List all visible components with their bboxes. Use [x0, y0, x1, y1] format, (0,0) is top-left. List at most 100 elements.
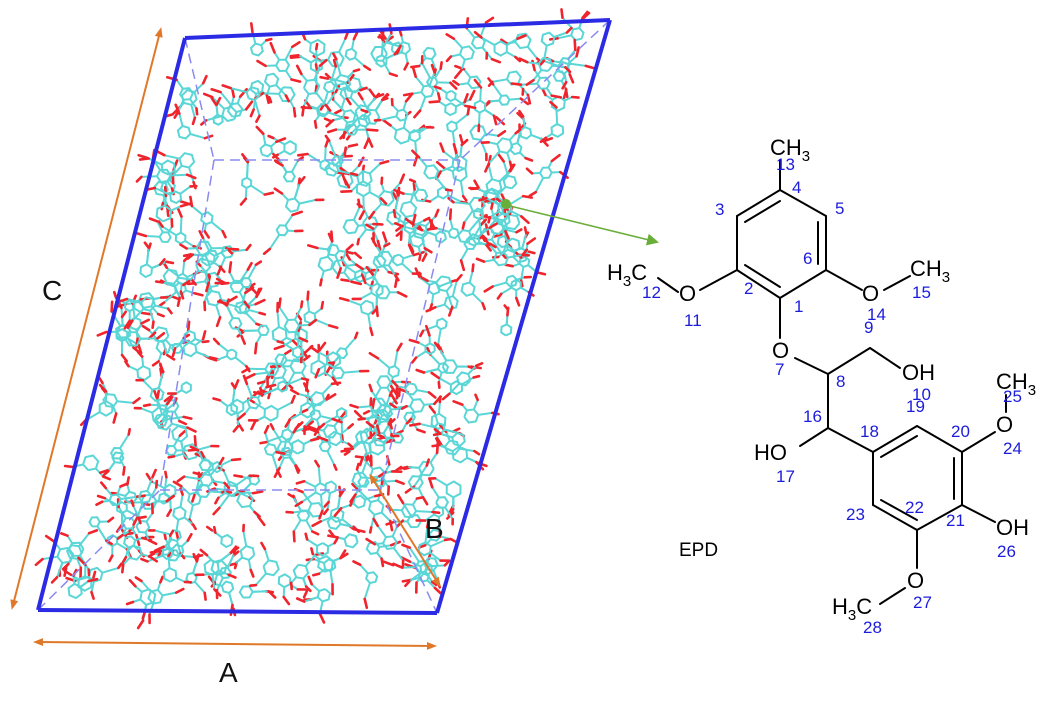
carbon-bond	[338, 38, 347, 53]
lattice-molecule	[541, 88, 580, 112]
carbon-bond	[256, 415, 265, 422]
oxygen-bond	[422, 497, 429, 506]
oxygen-bond	[318, 58, 328, 67]
carbon-bond	[356, 468, 363, 478]
carbon-ring	[171, 424, 189, 443]
oxygen-bond	[355, 462, 360, 471]
lattice-molecule	[295, 575, 332, 624]
lattice-molecule	[355, 164, 388, 221]
lattice-molecule	[420, 275, 454, 317]
lattice-molecule	[171, 329, 210, 358]
carbon-bond	[449, 218, 454, 229]
oxygen-bond	[395, 230, 403, 237]
carbon-bond	[105, 487, 113, 497]
carbon-bond	[428, 72, 436, 86]
carbon-bond	[437, 329, 442, 345]
carbon-bond	[352, 440, 363, 450]
carbon-ring	[220, 533, 234, 549]
carbon-bond	[415, 350, 427, 359]
carbon-bond	[154, 304, 169, 310]
oxygen-bond	[310, 547, 315, 556]
oxygen-bond	[408, 338, 420, 344]
oxygen-bond	[249, 285, 259, 296]
oxygen-bond	[228, 562, 237, 567]
atom-number-9: 9	[864, 318, 873, 337]
carbon-bond	[478, 112, 481, 125]
carbon-bond	[367, 96, 377, 108]
carbon-bond	[439, 87, 448, 94]
oxygen-bond	[468, 89, 476, 101]
carbon-bond	[472, 293, 484, 305]
lattice-molecule	[402, 63, 436, 119]
carbon-bond	[439, 280, 452, 288]
carbon-bond	[382, 60, 391, 75]
oxygen-bond	[342, 130, 346, 140]
carbon-ring	[200, 211, 214, 226]
highlighted-molecule-dot	[501, 199, 511, 209]
carbon-bond	[390, 407, 403, 411]
carbon-bond	[166, 180, 173, 190]
oxygen-bond	[496, 152, 506, 163]
carbon-bond	[306, 299, 311, 312]
carbon-bond	[178, 113, 184, 127]
oxygen-bond	[185, 173, 197, 180]
carbon-bond	[520, 286, 530, 294]
oxygen-bond	[323, 500, 330, 508]
oxygen-bond	[221, 229, 227, 239]
carbon-ring	[257, 324, 270, 337]
carbon-ring	[343, 533, 359, 549]
oxygen-bond	[398, 465, 409, 470]
oxygen-bond	[297, 321, 302, 333]
lattice-molecule	[428, 89, 476, 117]
oxygen-bond	[202, 92, 214, 99]
carbon-bond	[196, 350, 211, 359]
oxygen-bond	[326, 361, 336, 365]
oxygen-bond	[119, 482, 129, 488]
carbon-ring	[459, 45, 475, 61]
carbon-bond	[193, 82, 204, 93]
oxygen-bond	[436, 92, 442, 101]
carbon-bond	[211, 574, 216, 590]
carbon-bond	[433, 412, 439, 424]
oxygen-bond	[208, 356, 218, 362]
carbon-bond	[361, 456, 374, 470]
lattice-molecule	[459, 218, 497, 272]
lattice-molecule	[362, 383, 408, 435]
oxygen-bond	[455, 273, 463, 282]
carbon-bond	[506, 152, 512, 163]
carbon-ring	[400, 503, 417, 519]
oxygen-bond	[238, 88, 248, 98]
carbon-bond	[500, 286, 513, 295]
axis-a-label: A	[219, 657, 238, 688]
lattice-molecule	[324, 146, 359, 177]
carbon-bond	[244, 187, 248, 199]
carbon-bond	[204, 272, 210, 284]
oxygen-bond	[362, 64, 372, 71]
lattice-molecule	[253, 377, 310, 396]
lattice-molecule	[411, 149, 453, 192]
oxygen-bond	[487, 80, 494, 87]
carbon-bond	[527, 61, 539, 65]
oxygen-bond	[390, 393, 398, 405]
molecule-cloud	[34, 8, 597, 630]
carbon-bond	[288, 456, 297, 467]
oxygen-bond	[213, 588, 222, 597]
oxygen-bond	[550, 94, 563, 99]
oxygen-bond	[560, 8, 564, 20]
carbon-bond	[217, 492, 226, 499]
carbon-bond	[412, 224, 417, 234]
carbon-bond	[488, 141, 498, 146]
oxygen-bond	[253, 510, 261, 518]
oxygen-bond	[404, 93, 413, 103]
carbon-bond	[521, 232, 528, 249]
lattice-molecule	[319, 52, 361, 106]
oxygen-bond	[294, 464, 300, 474]
carbon-bond	[414, 76, 425, 88]
carbon-bond	[324, 146, 327, 161]
carbon-ring	[443, 295, 459, 311]
oxygen-bond	[159, 575, 164, 584]
carbon-ring	[445, 480, 462, 499]
atom-number-5: 5	[835, 199, 844, 218]
oxygen-bond	[360, 273, 367, 285]
carbon-bond	[534, 177, 544, 193]
